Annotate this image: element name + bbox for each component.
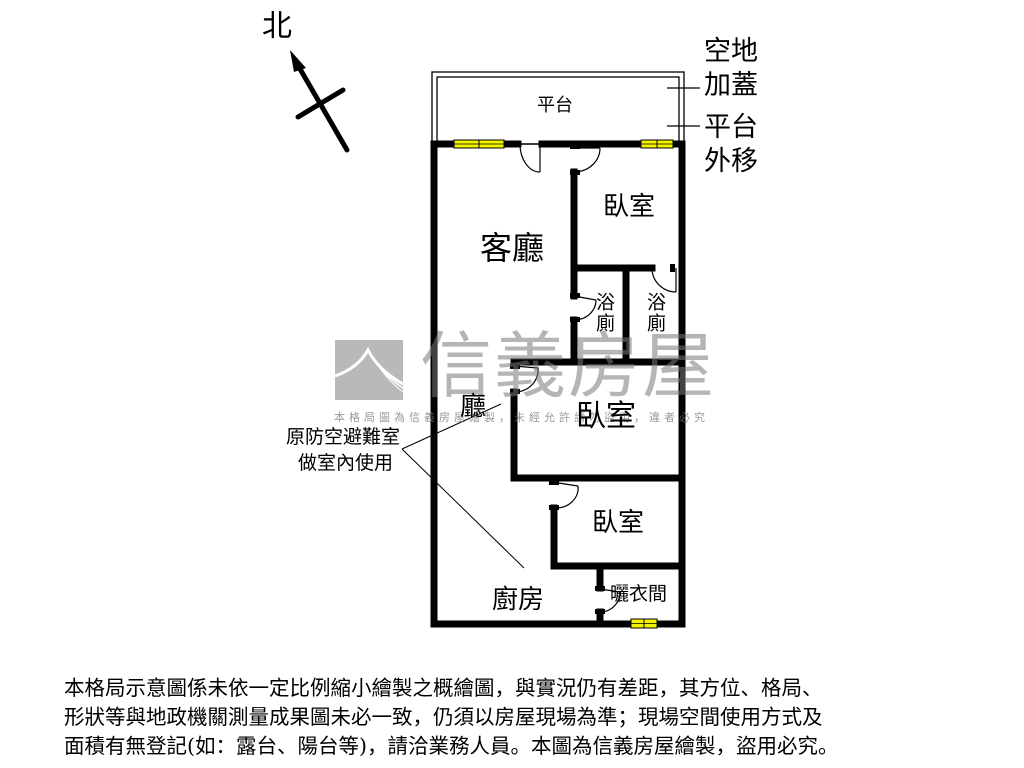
annotation-shelter-2: 做室內使用 <box>298 452 394 474</box>
room-bedroom-1: 臥室 <box>603 192 656 222</box>
annotation-shelter-1: 原防空避難室 <box>286 426 401 448</box>
room-bedroom-3: 臥室 <box>592 508 645 538</box>
windows <box>453 139 674 629</box>
disclaimer-line: 本格局示意圖係未依一定比例縮小繪製之概繪圖，與實況仍有差距，其方位、格局、 <box>64 676 823 700</box>
walls <box>430 140 686 628</box>
disclaimer: 本格局示意圖係未依一定比例縮小繪製之概繪圖，與實況仍有差距，其方位、格局、 形狀… <box>64 674 964 761</box>
watermark-logo-icon <box>334 340 404 400</box>
annotation-open-land-1: 空地 <box>704 36 758 67</box>
room-bedroom-2: 臥室 <box>576 399 636 434</box>
room-living-room: 客廳 <box>480 229 545 267</box>
disclaimer-line: 面積有無登記(如：露台、陽台等)，請洽業務人員。本圖為信義房屋繪製，盜用必究。 <box>64 734 839 758</box>
north-label: 北 <box>262 9 292 44</box>
annotation-platform-moved-1: 平台 <box>704 112 758 143</box>
north-arrow-icon <box>290 50 350 153</box>
room-platform: 平台 <box>537 95 573 116</box>
room-bathroom-1: 浴廁 <box>593 292 615 334</box>
room-bathroom-2: 浴廁 <box>644 292 666 334</box>
room-laundry: 曬衣間 <box>610 583 668 605</box>
annotation-platform-moved-2: 外移 <box>704 146 758 177</box>
room-hall: 廳 <box>460 392 487 422</box>
watermark-notice: 本格局圖為信義房屋繪製，未經允許請勿盜用，違者必究 <box>334 411 709 424</box>
watermark-brand: 信義房屋 <box>420 324 717 408</box>
room-kitchen: 廚房 <box>492 585 545 615</box>
annotation-open-land-2: 加蓋 <box>704 70 758 101</box>
disclaimer-line: 形狀等與地政機關測量成果圖未必一致，仍須以房屋現場為準；現場空間使用方式及 <box>64 705 823 729</box>
